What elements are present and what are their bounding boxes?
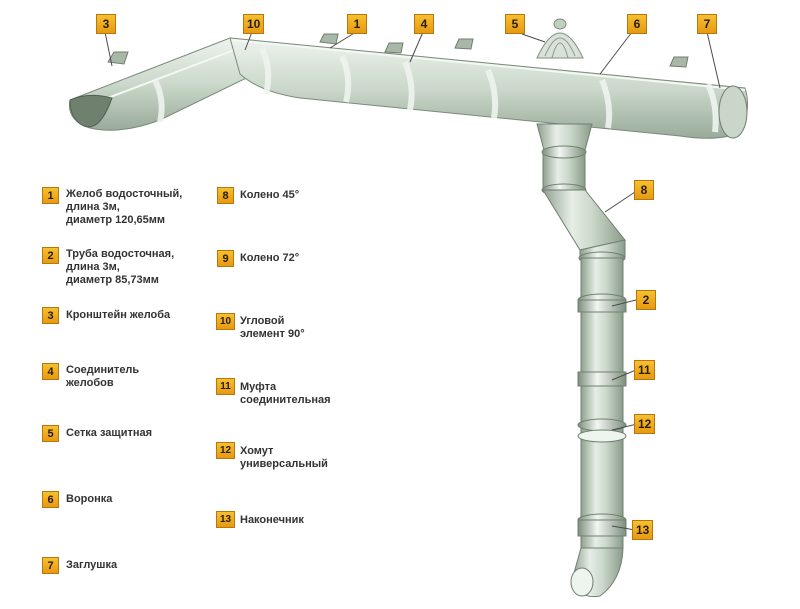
legend-label-8: Колено 45° <box>240 189 299 202</box>
legend-badge-12: 12 <box>216 442 235 459</box>
legend-badge-3: 3 <box>42 307 59 324</box>
legend-label-1: Желоб водосточный, длина 3м, диаметр 120… <box>66 188 182 227</box>
callout-1: 1 <box>347 14 367 34</box>
legend-label-12: Хомут универсальный <box>240 445 328 471</box>
legend-badge-7: 7 <box>42 557 59 574</box>
callout-8: 8 <box>634 180 654 200</box>
legend-label-4: Соединитель желобов <box>66 364 139 390</box>
legend-label-2: Труба водосточная, длина 3м, диаметр 85,… <box>66 248 174 287</box>
legend-label-13: Наконечник <box>240 514 304 527</box>
mesh-strainer-shape <box>537 19 583 58</box>
callout-13: 13 <box>632 520 653 540</box>
legend-badge-4: 4 <box>42 363 59 380</box>
gutter-main-run <box>230 38 748 138</box>
gutter-end-cap <box>719 86 747 138</box>
callout-2: 2 <box>636 290 656 310</box>
legend-label-10: Угловой элемент 90° <box>240 315 305 341</box>
callout-12: 12 <box>634 414 655 434</box>
legend-label-6: Воронка <box>66 493 112 506</box>
legend-label-9: Колено 72° <box>240 252 299 265</box>
legend-badge-2: 2 <box>42 247 59 264</box>
legend-badge-1: 1 <box>42 187 59 204</box>
legend-badge-5: 5 <box>42 425 59 442</box>
legend-badge-11: 11 <box>216 378 235 395</box>
callout-4: 4 <box>414 14 434 34</box>
callout-3: 3 <box>96 14 116 34</box>
legend-label-5: Сетка защитная <box>66 427 152 440</box>
legend-label-11: Муфта соединительная <box>240 381 331 407</box>
legend-badge-13: 13 <box>216 511 235 528</box>
downpipe <box>542 146 626 597</box>
legend-badge-10: 10 <box>216 313 235 330</box>
callout-6: 6 <box>627 14 647 34</box>
legend-label-7: Заглушка <box>66 559 117 572</box>
legend-badge-8: 8 <box>217 187 234 204</box>
callout-10: 10 <box>243 14 264 34</box>
legend-label-3: Кронштейн желоба <box>66 309 170 322</box>
legend-badge-9: 9 <box>217 250 234 267</box>
callout-11: 11 <box>634 360 655 380</box>
callout-7: 7 <box>697 14 717 34</box>
legend-badge-6: 6 <box>42 491 59 508</box>
callout-5: 5 <box>505 14 525 34</box>
